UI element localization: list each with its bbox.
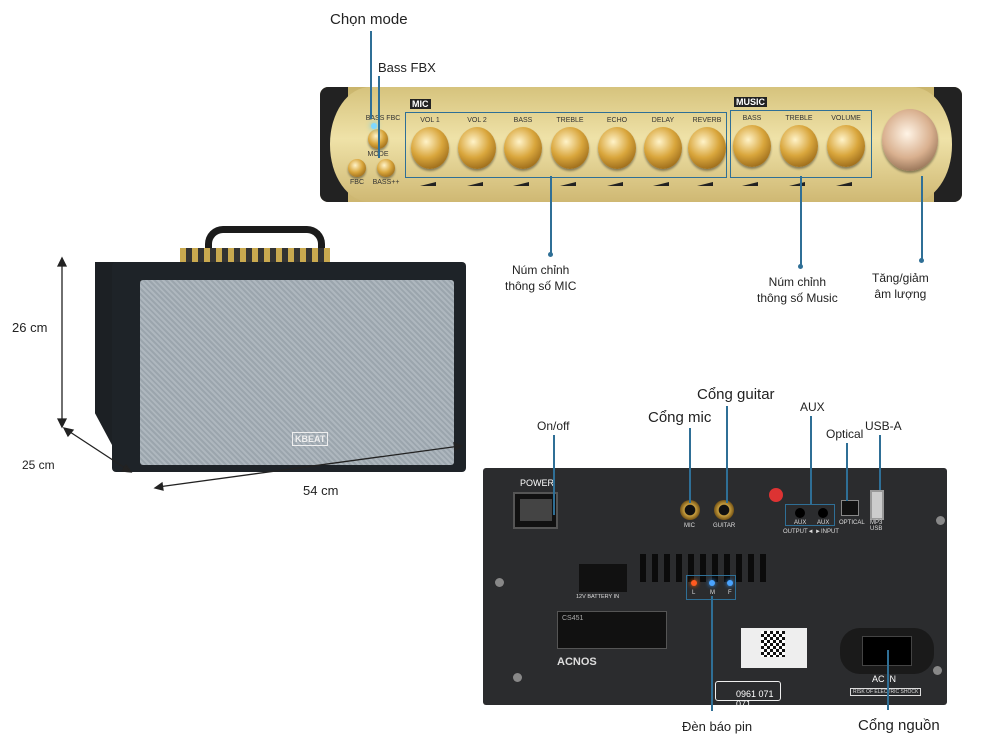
speaker-handle — [205, 226, 325, 266]
knob-label: DELAY — [651, 117, 675, 124]
guitar-jack — [714, 500, 734, 520]
output-label: OUTPUT◄ — [783, 529, 814, 535]
bass-button — [377, 159, 395, 177]
power-label: POWER — [520, 478, 555, 488]
dimension-depth: 25 cm — [22, 458, 55, 472]
battery-label: 12V BATTERY IN — [576, 594, 620, 600]
knob-label: TREBLE — [785, 115, 813, 122]
model-label: CS451 — [562, 615, 584, 622]
callout-guitar-port: Cổng guitar — [697, 386, 775, 403]
callout-onoff: On/off — [537, 419, 570, 433]
model-plate: CS451 — [557, 611, 667, 649]
back-panel-photo: POWER MIC GUITAR AUX AUX OUTPUT◄ ►INPUT … — [483, 468, 947, 709]
music-tag: MUSIC — [734, 97, 767, 107]
vol2-knob — [458, 127, 496, 169]
knob-label: VOLUME — [831, 115, 861, 122]
battery-terminal — [579, 564, 627, 592]
mic-jack-label: MIC — [684, 523, 695, 529]
callout-bass-fbx: Bass FBX — [378, 60, 436, 75]
hotline-number: 0961 071 071 — [736, 689, 774, 709]
aux-in-jack — [818, 508, 828, 518]
music-bass-knob — [733, 125, 771, 167]
speaker-top-knobs — [180, 248, 330, 264]
mic-tag: MIC — [410, 99, 431, 109]
usb-port — [870, 490, 884, 520]
bass-label: BASS++ — [372, 179, 400, 186]
music-treble-knob — [780, 125, 818, 167]
fbc-label: FBC — [350, 179, 364, 186]
aux-out-jack — [795, 508, 805, 518]
master-volume-knob — [882, 109, 938, 171]
aux-in-label: AUX — [817, 520, 830, 526]
callout-usb: USB-A — [865, 419, 902, 433]
speaker-cabinet: KBEAT — [112, 262, 466, 472]
knob-label: VOL 2 — [467, 117, 487, 124]
mic-knobs-box — [405, 112, 727, 178]
speaker-grille: KBEAT — [140, 280, 454, 465]
warning-label: RISK OF ELECTRIC SHOCK — [850, 688, 922, 696]
knob-label: ECHO — [606, 117, 628, 124]
knob-label: BASS — [513, 117, 533, 124]
optical-label: OPTICAL — [839, 520, 865, 526]
dimension-width: 54 cm — [303, 483, 339, 498]
led-m — [709, 580, 715, 586]
power-switch — [513, 492, 558, 529]
knob-label: TREBLE — [556, 117, 584, 124]
aux-out-label: AUX — [794, 520, 807, 526]
mic-bass-knob — [504, 127, 542, 169]
echo-knob — [598, 127, 636, 169]
led-f-label: F — [728, 590, 732, 596]
knob-label: REVERB — [692, 117, 722, 124]
knob-label: BASS — [742, 115, 762, 122]
led-l-label: L — [692, 590, 696, 596]
fbc-button — [348, 159, 366, 177]
callout-battery-led: Đèn báo pin — [682, 719, 753, 734]
sticker — [769, 488, 783, 502]
callout-mode: Chọn mode — [330, 11, 408, 28]
ac-in-label: AC IN — [872, 674, 897, 684]
control-panel-photo: MODE FBC BASS++ BASS FBC MIC MUSIC VOL 1… — [320, 87, 962, 202]
vent-slots — [640, 554, 770, 582]
knob-label: VOL 1 — [420, 117, 440, 124]
speaker-logo: KBEAT — [292, 432, 329, 446]
dimension-height: 26 cm — [12, 320, 48, 335]
brand-logo: ACNOS — [557, 656, 597, 668]
callout-mic-port: Cổng mic — [648, 409, 712, 426]
guitar-jack-label: GUITAR — [713, 523, 736, 529]
callout-power-port: Cổng nguồn — [858, 717, 940, 734]
led-l — [691, 580, 697, 586]
vol1-knob — [411, 127, 449, 169]
led-f — [727, 580, 733, 586]
hotline-badge: 0961 071 071 — [715, 681, 781, 709]
mode-led — [371, 123, 377, 129]
optical-port — [841, 500, 859, 516]
mic-treble-knob — [551, 127, 589, 169]
input-label: ►INPUT — [815, 529, 839, 535]
qr-label — [741, 628, 807, 668]
callout-aux: AUX — [800, 400, 825, 414]
reverb-knob — [688, 127, 726, 169]
bass-fbc-label: BASS FBC — [365, 115, 401, 122]
mic-jack — [680, 500, 700, 520]
callout-optical: Optical — [826, 427, 864, 441]
led-m-label: M — [710, 590, 715, 596]
delay-knob — [644, 127, 682, 169]
music-volume-knob — [827, 125, 865, 167]
